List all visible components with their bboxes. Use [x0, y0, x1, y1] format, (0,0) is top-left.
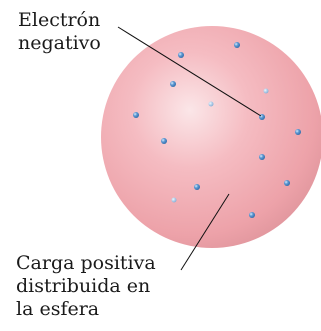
electron [133, 112, 139, 118]
electron-label: Electrón negativo [18, 9, 101, 55]
electron [208, 101, 214, 107]
electron [161, 138, 167, 144]
electron [178, 52, 184, 58]
electron [284, 180, 290, 186]
positive-charge-label-line-2: distribuida en [16, 275, 151, 297]
electron [194, 184, 200, 190]
electron [249, 212, 255, 218]
positive-charge-label-line-3: la esfera [16, 298, 100, 320]
electrons [133, 42, 301, 218]
positive-charge-sphere [101, 26, 321, 248]
electron [170, 81, 176, 87]
electron-label-line-1: Electrón [18, 9, 101, 31]
electron [171, 197, 177, 203]
electron [234, 42, 240, 48]
positive-charge-label: Carga positiva distribuida en la esfera [16, 252, 156, 321]
electron [295, 129, 301, 135]
positive-charge-leader-line [180, 193, 230, 271]
electron-label-line-2: negativo [18, 32, 101, 54]
positive-charge-label-line-1: Carga positiva [16, 252, 156, 274]
electron [263, 88, 269, 94]
electron [259, 154, 265, 160]
electron-leader-line [117, 26, 262, 117]
